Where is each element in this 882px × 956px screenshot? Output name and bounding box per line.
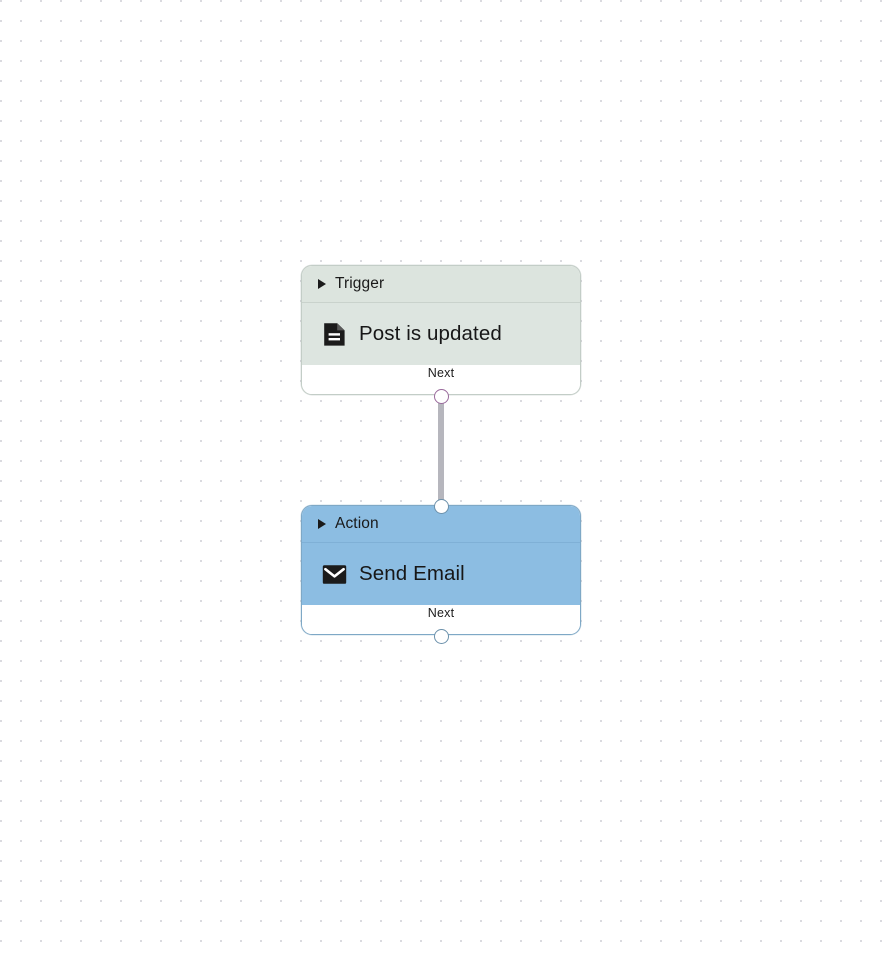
node-action-body[interactable]: Send Email [302,543,580,605]
edge-trigger-to-action[interactable] [438,396,444,506]
node-trigger-header-label: Trigger [335,275,385,292]
handle-action-source[interactable] [434,629,449,644]
handle-action-target[interactable] [434,499,449,514]
node-trigger-header[interactable]: Trigger [302,266,580,303]
node-action-header-label: Action [335,515,379,532]
envelope-icon [321,561,347,587]
disclosure-triangle-icon[interactable] [318,279,326,289]
document-icon [321,321,347,347]
node-trigger[interactable]: Trigger Post is updated Next [301,265,581,395]
node-trigger-next-label: Next [427,366,455,380]
node-trigger-title: Post is updated [359,321,502,345]
node-trigger-body[interactable]: Post is updated [302,303,580,365]
node-action-next-label: Next [427,606,455,620]
node-action-title: Send Email [359,561,465,585]
disclosure-triangle-icon[interactable] [318,519,326,529]
handle-trigger-source[interactable] [434,389,449,404]
node-action[interactable]: Action Send Email Next [301,505,581,635]
